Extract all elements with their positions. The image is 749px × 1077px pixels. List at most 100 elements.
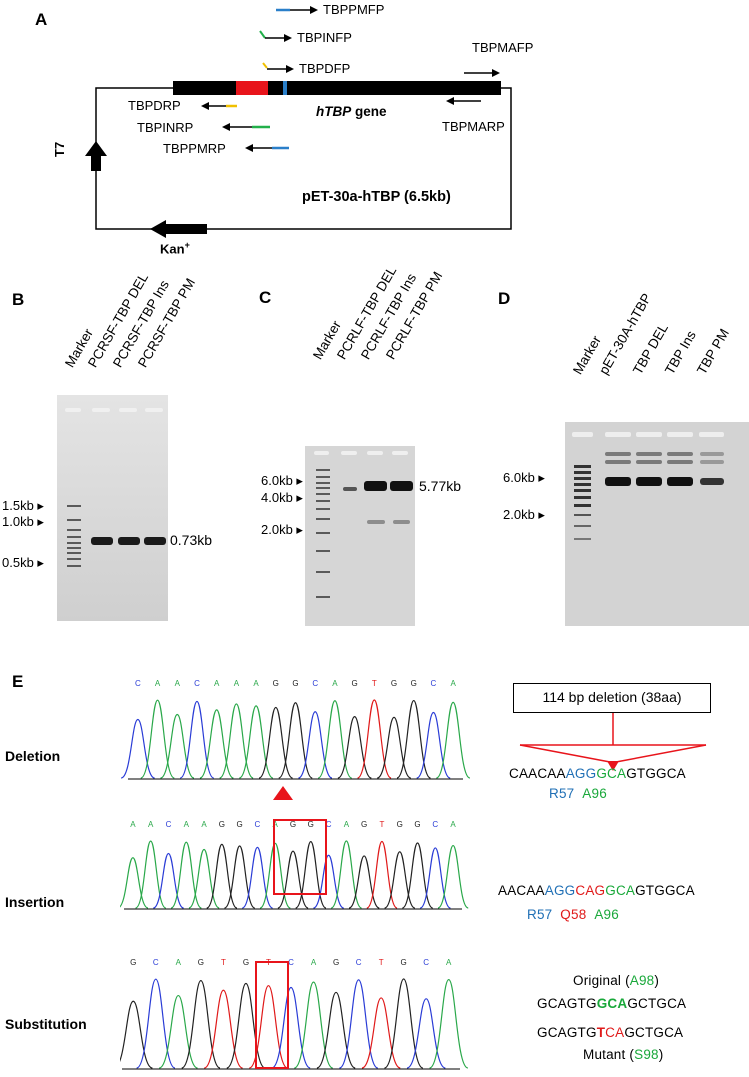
gel-d — [565, 422, 749, 626]
deletion-trace-peak — [376, 716, 412, 779]
insertion-trace-base-call: C — [166, 820, 172, 829]
t7-promoter-arrow — [85, 141, 107, 171]
insertion-trace-peak — [259, 842, 291, 909]
deletion-trace-base-call: A — [332, 679, 338, 688]
insertion-trace-peak — [170, 841, 202, 909]
substitution-trace-base-call: T — [221, 958, 226, 967]
substitution-trace-base-call: C — [356, 958, 362, 967]
label-tbpmarp: TBPMARP — [442, 119, 505, 134]
insertion-trace-peak — [241, 846, 274, 909]
deletion-trace-base-call: G — [292, 679, 298, 688]
primer-tbppmfp — [276, 6, 318, 14]
label-tbpdrp: TBPDRP — [128, 98, 181, 113]
marker-label: 1.0kb ▸ — [2, 514, 44, 529]
deletion-trace-base-call: A — [253, 679, 259, 688]
substitution-trace-peak — [271, 986, 311, 1069]
insertion-trace-base-call: A — [201, 820, 207, 829]
deletion-trace-base-call: G — [352, 679, 358, 688]
insertion-trace-peak — [223, 845, 256, 909]
deletion-trace-base-call: T — [372, 679, 377, 688]
label-tbppmrp: TBPPMRP — [163, 141, 226, 156]
panel-letter-c: C — [259, 288, 272, 307]
deletion-trace-base-call: G — [273, 679, 279, 688]
insertion-trace-base-call: G — [219, 820, 225, 829]
marker-label: 0.5kb ▸ — [2, 555, 44, 570]
panel-letter-d: D — [498, 289, 511, 308]
deletion-trace-base-call: G — [411, 679, 417, 688]
insertion-trace-base-call: A — [273, 820, 279, 829]
substitution-trace-base-call: T — [379, 958, 384, 967]
insertion-trace-base-call: C — [326, 820, 332, 829]
mutant-label: Mutant (S98) — [583, 1047, 664, 1062]
substitution-trace-base-call: A — [446, 958, 452, 967]
substitution-trace-base-call: G — [333, 958, 339, 967]
deletion-trace-peak — [160, 713, 195, 779]
substitution-trace-base-call: C — [423, 958, 429, 967]
deletion-pointer — [519, 713, 707, 771]
deletion-trace-base-call: C — [312, 679, 318, 688]
substitution-trace-base-call: C — [153, 958, 159, 967]
substitution-trace-base-call: G — [243, 958, 249, 967]
deletion-trace-peak — [317, 700, 353, 779]
marker-label: 6.0kb ▸ — [503, 470, 545, 485]
substitution-trace-peak — [429, 979, 469, 1069]
primer-tbpdfp — [262, 62, 294, 73]
label-tbpdfp: TBPDFP — [299, 61, 351, 76]
row-label-substitution: Substitution — [5, 1016, 87, 1032]
lane-label: TBP PM — [694, 326, 733, 377]
primer-tbpmafp — [464, 69, 500, 77]
deletion-sequence: CAACAAAGGGCAGTGGCA — [509, 766, 686, 781]
label-tbpinrp: TBPINRP — [137, 120, 194, 135]
substitution-trace-base-call: C — [288, 958, 294, 967]
deletion-trace-peak — [278, 702, 313, 779]
deletion-trace-base-call: C — [431, 679, 437, 688]
row-label-insertion: Insertion — [5, 894, 65, 910]
gel-c — [305, 446, 415, 626]
kan-label: Kan+ — [160, 240, 190, 257]
deletion-trace-peak — [120, 718, 155, 779]
substitution-trace-peak — [120, 1000, 153, 1069]
insertion-trace-base-call: G — [237, 820, 243, 829]
deletion-trace-peak — [258, 706, 293, 779]
panel-letter-a: A — [35, 10, 48, 29]
deletion-trace-base-call: A — [234, 679, 240, 688]
deletion-trace-peak — [357, 699, 392, 779]
insertion-trace-peak — [401, 842, 434, 909]
marker-label: 2.0kb ▸ — [503, 507, 545, 522]
band-size-label: 0.73kb — [170, 532, 213, 548]
substitution-trace-peak — [361, 997, 401, 1069]
deletion-trace-peak — [219, 703, 254, 779]
insertion-aa: R57 Q58 A96 — [527, 907, 619, 922]
deletion-trace-base-call: A — [155, 679, 161, 688]
row-label-deletion: Deletion — [5, 748, 61, 764]
insertion-trace-base-call: C — [432, 820, 438, 829]
deletion-region — [236, 81, 268, 95]
substitution-trace-peak — [203, 989, 243, 1069]
insertion-highlight-box — [273, 819, 327, 895]
label-tbpinfp: TBPINFP — [297, 30, 352, 45]
label-tbppmfp: TBPPMFP — [323, 2, 385, 17]
substitution-trace-peak — [158, 994, 198, 1069]
deletion-site-marker — [273, 786, 293, 800]
primer-tbpinfp — [259, 30, 292, 42]
insertion-trace-base-call: C — [255, 820, 261, 829]
plasmid-label: pET-30a-hTBP (6.5kb) — [302, 189, 451, 205]
deletion-trace-base-call: G — [391, 679, 397, 688]
insertion-trace-peak — [330, 840, 363, 909]
plasmid-map — [85, 6, 512, 238]
primer-tbpinrp — [222, 123, 270, 131]
substitution-trace-peak — [226, 982, 266, 1069]
substitution-trace-base-call: G — [401, 958, 407, 967]
substitution-trace-peak — [339, 979, 379, 1069]
gel-b — [57, 395, 168, 621]
deletion-trace-base-call: A — [175, 679, 181, 688]
marker-label: 6.0kb ▸ — [261, 473, 303, 488]
deletion-trace-base-call: A — [214, 679, 220, 688]
insertion-trace-peak — [120, 857, 149, 909]
deletion-trace-peak — [435, 701, 470, 779]
mutant-sequence: GCAGTGTCAGCTGCA — [537, 1025, 684, 1040]
label-tbpmafp: TBPMAFP — [472, 40, 534, 55]
insertion-trace-base-call: G — [414, 820, 420, 829]
substitution-trace-peak — [316, 991, 356, 1069]
